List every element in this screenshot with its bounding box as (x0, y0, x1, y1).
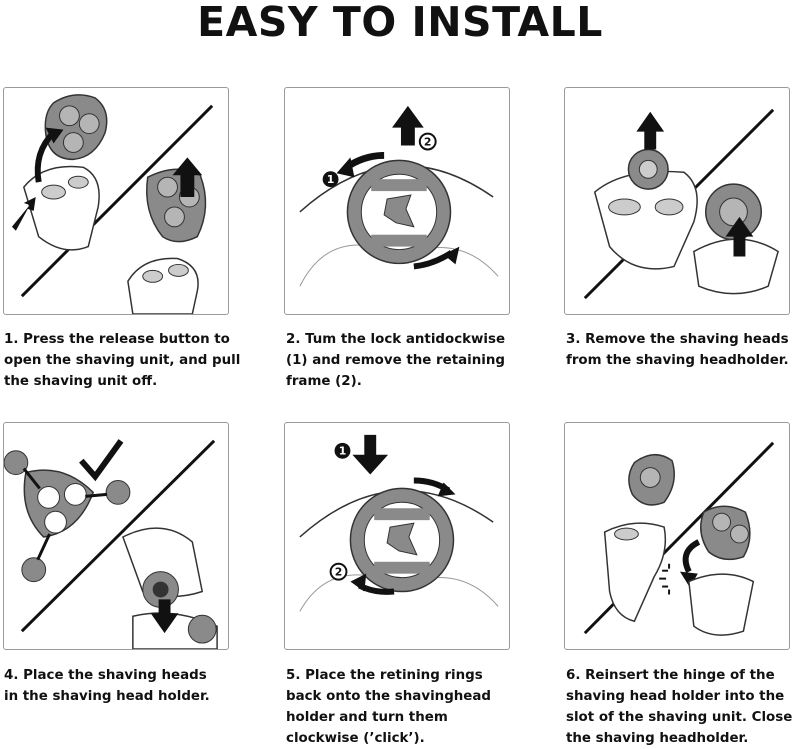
step-5-illustration: 1 2 (284, 422, 510, 650)
page-title: EASY TO INSTALL (0, 0, 800, 44)
shaving-head-holder-graphic (45, 95, 106, 159)
step-4-illustration (3, 422, 229, 650)
badge-1-icon: 1 (323, 171, 339, 187)
step-3-illustration (564, 87, 790, 315)
step-6-illustration (564, 422, 790, 650)
step-5-caption: 5. Place the retining rings back onto th… (286, 665, 526, 749)
step-1-illustration (3, 87, 229, 315)
badge-1-icon: 1 (335, 443, 351, 459)
svg-text:1: 1 (339, 445, 347, 458)
step-1-caption: 1. Press the release button to open the … (4, 329, 244, 392)
step-3-caption: 3. Remove the shaving heads from the sha… (566, 329, 800, 371)
svg-text:1: 1 (327, 173, 335, 186)
svg-text:2: 2 (335, 566, 343, 579)
step-4-caption: 4. Place the shaving heads in the shavin… (4, 665, 244, 707)
badge-2-icon: 2 (420, 134, 436, 150)
step-6-caption: 6. Reinsert the hinge of the shaving hea… (566, 665, 800, 749)
step-2-illustration: 1 2 (284, 87, 510, 315)
step-2-caption: 2. Tum the lock antidockwise (1) and rem… (286, 329, 526, 392)
check-mark-icon (81, 441, 121, 477)
click-sound-icon (659, 564, 670, 595)
svg-text:2: 2 (424, 135, 432, 148)
badge-2-icon: 2 (331, 564, 347, 580)
